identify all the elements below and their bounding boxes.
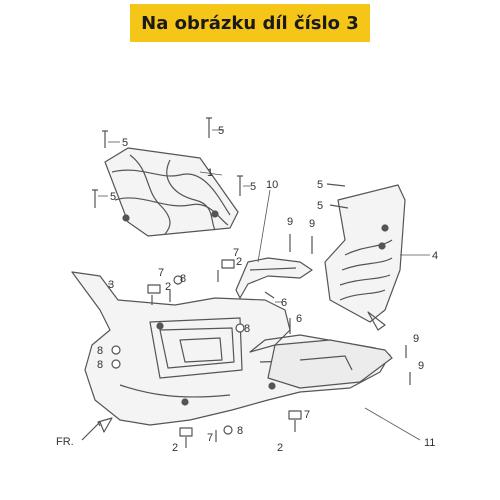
callout-5e: 5 [317,179,323,191]
callout-9d: 9 [418,360,424,372]
callout-6a: 6 [281,297,287,309]
callout-2d: 2 [277,442,283,454]
callout-7c: 7 [207,432,213,444]
leader-lines [98,129,430,441]
callout-2b: 2 [165,281,171,293]
callout-10: 10 [266,179,278,191]
callout-5a: 5 [122,137,128,149]
callout-9a: 9 [287,216,293,228]
front-arrow-icon [81,417,113,441]
callout-3: 3 [108,279,114,291]
part-11-lower-rail [267,339,393,389]
callout-2a: 2 [236,256,242,268]
callout-8b: 8 [97,345,103,357]
direction-label: FR. [56,436,74,448]
callout-labels: 1 2 2 2 2 3 4 5 5 5 5 5 5 6 6 7 7 7 7 8 … [56,125,438,454]
callout-9c: 9 [413,333,419,345]
callout-6b: 6 [296,313,302,325]
callout-8d: 8 [244,323,250,335]
fasteners [92,117,411,448]
callout-7b: 7 [158,267,164,279]
callout-8e: 8 [237,425,243,437]
callout-5b: 5 [218,125,224,137]
callout-4: 4 [432,250,438,262]
callout-2c: 2 [172,442,178,454]
callout-8c: 8 [97,359,103,371]
callout-11: 11 [424,437,435,449]
part-4-side-panel [324,184,406,331]
callout-9b: 9 [309,218,315,230]
callout-5d: 5 [250,181,256,193]
callout-5c: 5 [110,191,116,203]
callout-5f: 5 [317,200,323,212]
callout-7d: 7 [304,409,310,421]
callout-8a: 8 [180,273,186,285]
callout-7a: 7 [233,247,239,259]
banner-text: Na obrázku díl číslo 3 [141,12,359,34]
title-banner: Na obrázku díl číslo 3 [130,4,370,42]
part-1-cover-plate [104,147,239,237]
callout-1: 1 [207,167,213,179]
part-10-bracket [235,257,313,299]
